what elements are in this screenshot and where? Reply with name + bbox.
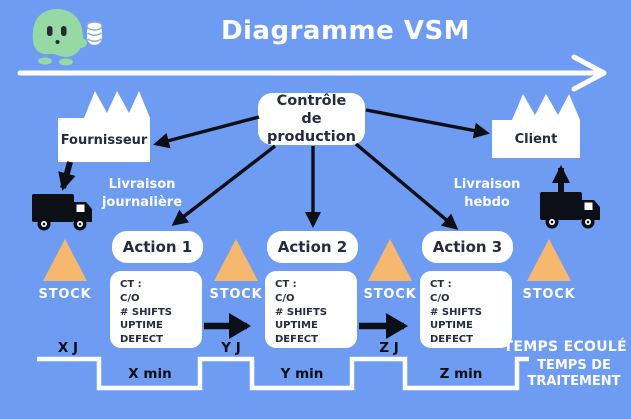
metric-line: UPTIME bbox=[275, 320, 318, 332]
metric-line: CT : bbox=[275, 279, 297, 290]
arrow-control-to-supplier bbox=[153, 115, 260, 149]
metric-line: UPTIME bbox=[430, 320, 473, 332]
supplier-label: Fournisseur bbox=[60, 132, 148, 148]
metric-line: CT : bbox=[430, 279, 452, 290]
wait-time-label-2: Y J bbox=[221, 340, 241, 356]
flow-direction-arrow-icon bbox=[17, 54, 607, 92]
metric-line: DEFECT bbox=[430, 334, 473, 346]
stock-triangle-icon-4 bbox=[527, 239, 571, 281]
stock-label-3: STOCK bbox=[363, 287, 417, 302]
wait-time-label-1: X J bbox=[57, 340, 79, 356]
outbound-truck-icon bbox=[540, 192, 600, 229]
arrow-supplier-to-truck bbox=[58, 161, 76, 191]
metric-line: # SHIFTS bbox=[430, 306, 483, 318]
metrics-box-2: CT : C/O # SHIFTS UPTIME DEFECT bbox=[265, 271, 357, 348]
stock-triangle-icon-1 bbox=[43, 239, 87, 281]
metrics-box-1: CT : C/O # SHIFTS UPTIME DEFECT bbox=[110, 271, 202, 348]
metric-line: UPTIME bbox=[120, 320, 163, 332]
page-title: Diagramme VSM bbox=[220, 16, 471, 46]
metric-line: C/O bbox=[430, 292, 450, 304]
process-box-action-3: Action 3 bbox=[422, 231, 513, 263]
metric-line: # SHIFTS bbox=[120, 306, 173, 318]
stock-label-2: STOCK bbox=[209, 287, 263, 302]
process-time-label-2: Y min bbox=[280, 366, 324, 382]
metric-line: DEFECT bbox=[275, 334, 318, 346]
process-time-label-3: Z min bbox=[439, 366, 483, 382]
client-label: Client bbox=[514, 131, 558, 147]
metric-line: C/O bbox=[275, 292, 295, 304]
wait-time-label-3: Z J bbox=[379, 340, 399, 356]
outbound-delivery-label: Livraison hebdo bbox=[453, 177, 521, 210]
stock-triangle-icon-2 bbox=[214, 239, 258, 281]
metrics-box-3: CT : C/O # SHIFTS UPTIME DEFECT bbox=[420, 271, 512, 348]
inbound-delivery-label: Livraison journalière bbox=[101, 177, 183, 210]
elapsed-time-label: TEMPS ECOULÉ bbox=[503, 339, 627, 355]
process-box-action-1: Action 1 bbox=[112, 231, 203, 263]
inbound-truck-icon bbox=[32, 194, 92, 231]
processing-time-label: TEMPS DE TRAITEMENT bbox=[527, 358, 621, 390]
metric-line: # SHIFTS bbox=[275, 306, 328, 318]
production-control-box: Contrôle de production bbox=[258, 93, 365, 145]
process-time-label-1: X min bbox=[128, 366, 172, 382]
metric-line: DEFECT bbox=[120, 334, 163, 346]
metric-line: C/O bbox=[120, 292, 140, 304]
metric-line: CT : bbox=[120, 279, 142, 290]
stock-label-1: STOCK bbox=[38, 287, 92, 302]
stock-triangle-icon-3 bbox=[368, 239, 412, 281]
stock-label-4: STOCK bbox=[522, 287, 576, 302]
process-box-action-2: Action 2 bbox=[267, 231, 358, 263]
arrow-control-to-client bbox=[365, 108, 490, 139]
